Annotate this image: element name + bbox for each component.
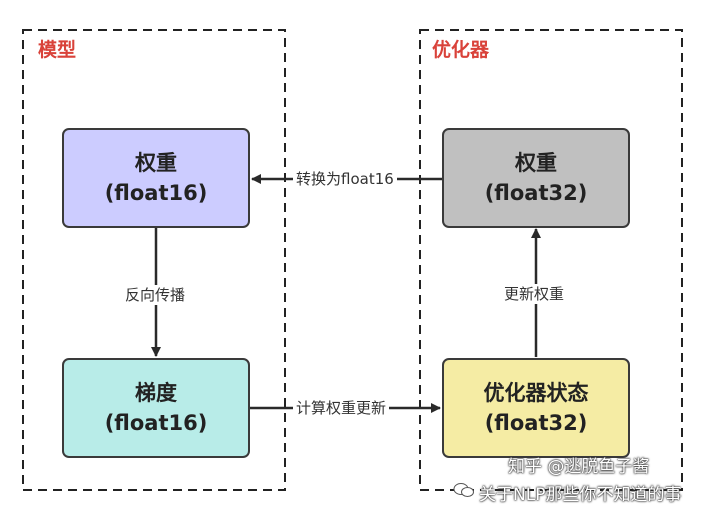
optimizer-group-label: 优化器 <box>432 39 490 61</box>
node-dtype: (float16) <box>104 411 208 435</box>
node-dtype: (float32) <box>484 411 588 435</box>
model-weights-node: 权重 (float16) <box>62 128 250 228</box>
update-weights-label: 更新权重 <box>501 284 568 304</box>
compute-update-label: 计算权重更新 <box>293 398 390 418</box>
convert-label: 转换为float16 <box>293 169 397 189</box>
node-dtype: (float16) <box>104 181 208 205</box>
wechat-icon <box>453 483 474 497</box>
node-title: 梯度 <box>135 381 177 405</box>
backprop-label: 反向传播 <box>122 285 189 305</box>
model-group-label: 模型 <box>38 39 77 61</box>
zhihu-watermark: 知乎 @逃脱鱼子酱 <box>508 457 650 477</box>
node-dtype: (float32) <box>484 181 588 205</box>
node-title: 权重 <box>515 151 557 175</box>
node-title: 优化器状态 <box>483 381 589 405</box>
opt-weights-node: 权重 (float32) <box>442 128 630 228</box>
wechat-watermark: 关于NLP那些你不知道的事 <box>479 485 682 505</box>
model-grads-node: 梯度 (float16) <box>62 358 250 458</box>
opt-state-node: 优化器状态 (float32) <box>442 358 630 458</box>
node-title: 权重 <box>135 151 177 175</box>
